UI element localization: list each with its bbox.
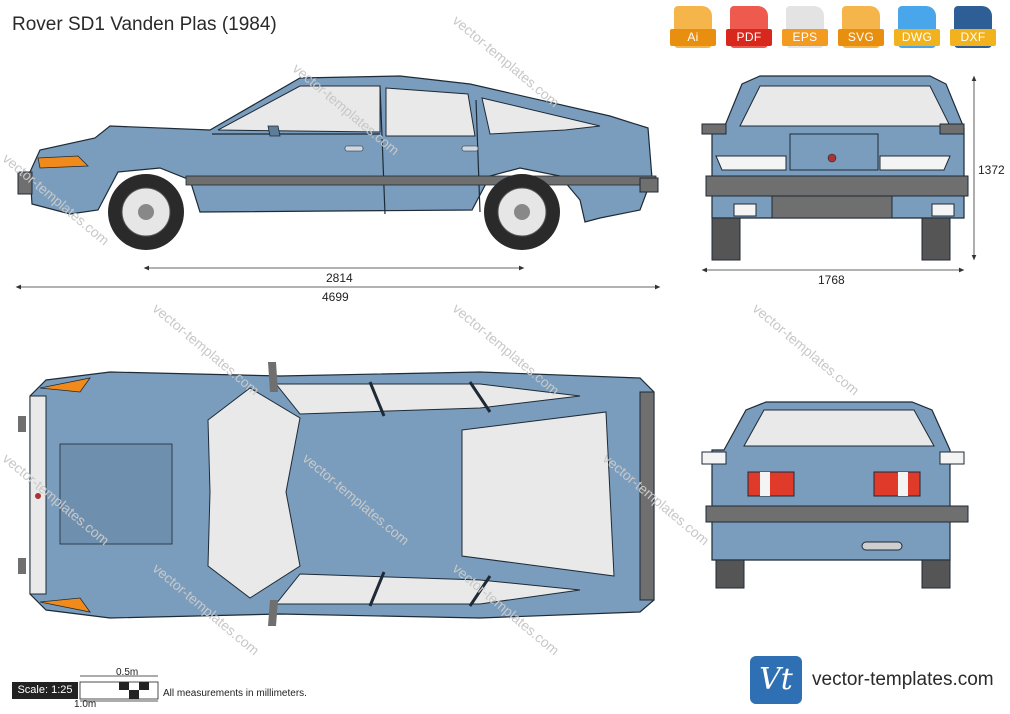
side-trim-strip — [185, 175, 657, 186]
page-title: Rover SD1 Vanden Plas (1984) — [12, 14, 277, 35]
ai-format-icon[interactable]: Ai — [668, 6, 718, 52]
scale-label: Scale: 1:25 — [12, 682, 78, 699]
side-windows — [217, 85, 601, 137]
rear-view — [701, 401, 969, 589]
top-side-glass-lower — [274, 573, 581, 605]
ai-format-label: Ai — [670, 29, 716, 46]
scale-half-meter: 0.5m — [116, 667, 139, 678]
front-bumper — [705, 175, 969, 197]
rear-window — [743, 409, 935, 447]
wheelbase-label: 2814 — [326, 271, 353, 285]
width-label: 1768 — [818, 273, 845, 287]
dxf-format-label: DXF — [950, 29, 996, 46]
pdf-format-icon[interactable]: PDF — [724, 6, 774, 52]
top-rear-window — [461, 411, 615, 577]
dwg-format-icon[interactable]: DWG — [892, 6, 942, 52]
measurement-note: All measurements in millimeters. — [163, 688, 307, 699]
eps-format-icon[interactable]: EPS — [780, 6, 830, 52]
side-view — [17, 75, 659, 250]
top-windshield — [207, 387, 301, 599]
eps-format-label: EPS — [782, 29, 828, 46]
length-label: 4699 — [322, 290, 349, 304]
front-view — [701, 75, 969, 261]
scale-one-meter: 1.0m — [74, 699, 97, 710]
pdf-format-label: PDF — [726, 29, 772, 46]
height-label: 1372 — [978, 163, 1005, 177]
rear-wheel — [484, 174, 560, 250]
rear-light-right — [873, 471, 921, 497]
dxf-format-icon[interactable]: DXF — [948, 6, 998, 52]
site-link[interactable]: vector-templates.com — [812, 669, 994, 690]
svg-format-label: SVG — [838, 29, 884, 46]
top-side-glass-upper — [274, 383, 581, 415]
scale-bar — [79, 675, 159, 702]
rear-light-left — [747, 471, 795, 497]
format-icons: Ai PDF EPS SVG DWG DXF — [668, 6, 998, 52]
rear-bumper — [705, 505, 969, 523]
front-indicator — [37, 155, 89, 169]
top-view — [18, 362, 655, 626]
dwg-format-label: DWG — [894, 29, 940, 46]
vt-logo-icon[interactable]: Vt — [750, 656, 802, 704]
front-wheel — [108, 174, 184, 250]
svg-format-icon[interactable]: SVG — [836, 6, 886, 52]
front-windshield — [739, 85, 951, 127]
